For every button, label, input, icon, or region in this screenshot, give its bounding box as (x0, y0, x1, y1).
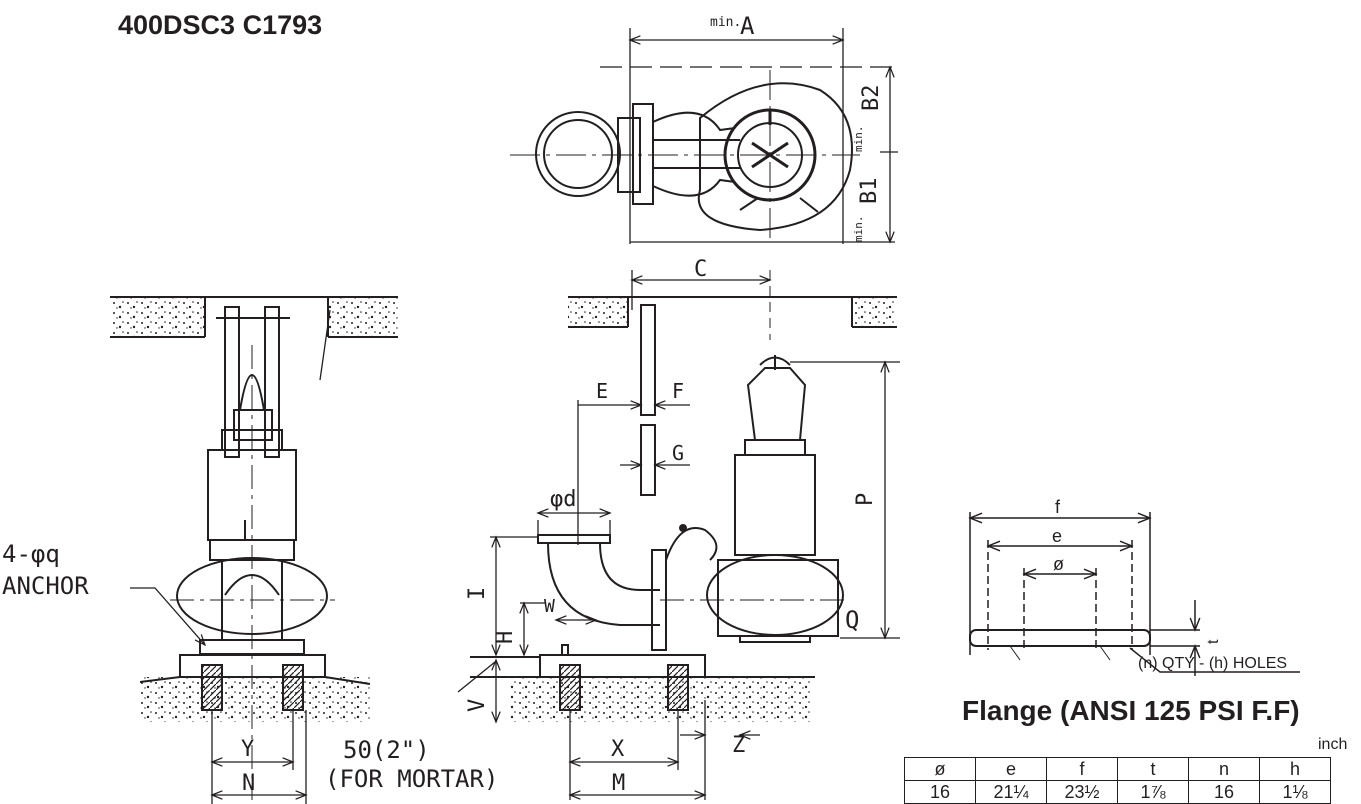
cell-n: 16 (1188, 780, 1260, 804)
flange-detail (970, 512, 1300, 676)
label-flange-t: t (1205, 639, 1222, 644)
label-z: Z (732, 733, 745, 758)
label-x: X (611, 737, 625, 762)
label-f: F (672, 379, 684, 403)
header-t: t (1117, 757, 1189, 781)
flange-table: ø e f t n h 16 21¼ 23½ 1⅞ 16 1⅛ (904, 757, 1331, 804)
label-min-b1: min. (852, 216, 865, 243)
label-y: Y (241, 737, 254, 762)
label-mortar-note: (FOR MORTAR) (325, 765, 498, 793)
cell-phi: 16 (904, 780, 976, 804)
header-f: f (1046, 757, 1118, 781)
header-h: h (1259, 757, 1331, 781)
cell-e: 21¼ (975, 780, 1047, 804)
flange-table-row: 16 21¼ 23½ 1⅞ 16 1⅛ (904, 780, 1331, 804)
label-p: P (853, 493, 878, 506)
label-c: C (694, 257, 707, 282)
label-m: M (612, 771, 625, 796)
header-e: e (975, 757, 1047, 781)
label-flange-e: e (1052, 526, 1062, 546)
label-e: E (596, 379, 608, 403)
label-min-a: min. (710, 15, 741, 30)
label-holes-note: (n) QTY - (h) HOLES (1138, 655, 1287, 672)
label-g: G (672, 441, 684, 465)
cell-t: 1⅞ (1117, 780, 1189, 804)
model-title: 400DSC3 C1793 (118, 10, 323, 40)
label-flange-phi: ø (1053, 554, 1064, 574)
label-anchor-qty: 4-φq (2, 540, 60, 568)
header-n: n (1188, 757, 1260, 781)
label-v: V (465, 699, 490, 712)
label-q: Q (845, 606, 859, 634)
label-h: H (493, 631, 518, 644)
label-min-b2: min. (852, 126, 865, 153)
label-i: I (465, 587, 490, 600)
label-b2: B2 (859, 85, 884, 112)
plan-view (510, 28, 898, 244)
label-a: A (740, 12, 755, 40)
label-flange-f: f (1055, 497, 1061, 517)
cell-h: 1⅛ (1259, 780, 1331, 804)
label-n: N (242, 771, 255, 796)
flange-table-unit: inch (1318, 736, 1348, 753)
front-view (110, 296, 398, 804)
side-view (457, 270, 900, 800)
label-anchor: ANCHOR (2, 572, 89, 600)
label-mortar-dim: 50(2") (343, 736, 430, 764)
label-w: W (544, 596, 555, 617)
label-b1: B1 (857, 178, 882, 205)
flange-table-header-row: ø e f t n h (904, 757, 1331, 781)
flange-table-title: Flange (ANSI 125 PSI F.F) (962, 695, 1300, 726)
cell-f: 23½ (1046, 780, 1118, 804)
dimension-labels: min. A B2 B1 min. min. C E F G φd P I H … (2, 12, 1287, 796)
header-phi: ø (904, 757, 976, 781)
label-phi-d: φd (550, 487, 577, 512)
